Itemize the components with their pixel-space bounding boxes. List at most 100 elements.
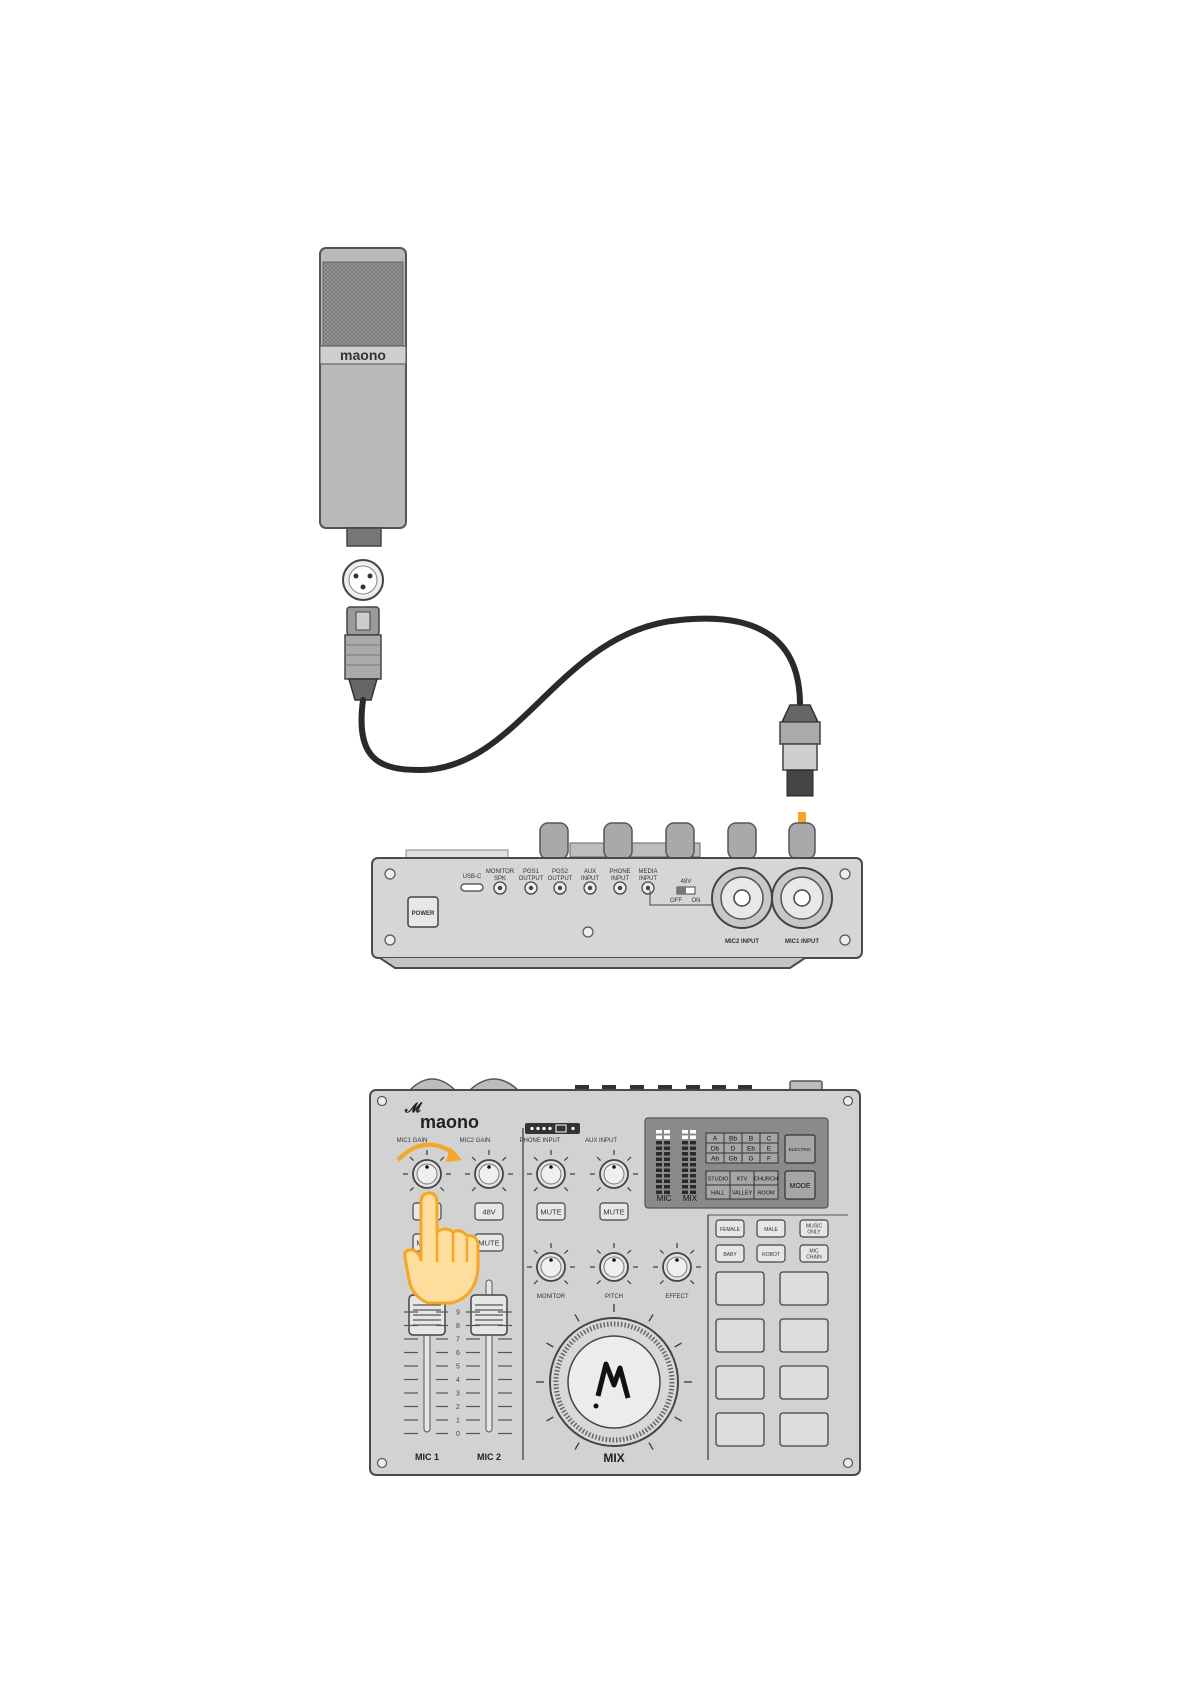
meter-segment	[682, 1174, 688, 1178]
mic2-48v-button[interactable]: 48V	[474, 1202, 504, 1221]
48v-switch[interactable]: 48V OFF ON	[670, 879, 701, 904]
jack-hole	[557, 885, 563, 891]
sample-pad[interactable]	[715, 1318, 765, 1353]
meter-segment	[664, 1168, 670, 1172]
fader-scale-number: 8	[456, 1323, 460, 1330]
voice-button-label: CHAIN	[806, 1255, 822, 1261]
usb-label: USB-C	[463, 874, 482, 880]
microphone-brand: maono	[340, 347, 386, 363]
key-cell-label: Db	[711, 1146, 720, 1153]
meter-segment	[690, 1174, 696, 1178]
electric-button[interactable]: ELECTRIC	[784, 1134, 816, 1164]
press-hand-icon	[403, 1191, 480, 1305]
mix-tick	[574, 1442, 580, 1450]
key-cell-label: C	[767, 1136, 772, 1143]
meter-segment	[664, 1190, 670, 1194]
fader-scale-number: 9	[456, 1310, 460, 1317]
voice-button-label: ROBOT	[762, 1252, 780, 1258]
meter-segment	[682, 1168, 688, 1172]
rear-jack-stub	[630, 1085, 644, 1090]
reverb-cell-label: CHURCH	[754, 1177, 778, 1183]
phone-mute-button[interactable]: MUTE	[536, 1202, 566, 1221]
voice-button-label: MALE	[764, 1227, 778, 1233]
monitor-knob[interactable]	[527, 1243, 575, 1285]
mode-button[interactable]: MODE	[784, 1170, 816, 1200]
rear-port-label: PGS1	[523, 869, 540, 875]
aux-input-label: AUX INPUT	[585, 1138, 617, 1144]
top-brand: maono	[420, 1112, 479, 1132]
effect-label: EFFECT	[665, 1294, 689, 1300]
sample-pad[interactable]	[779, 1365, 829, 1400]
rear-port-label: INPUT	[611, 876, 629, 882]
sample-pad[interactable]	[779, 1271, 829, 1306]
rear-port-label: INPUT	[639, 876, 657, 882]
switch-off-label: OFF	[670, 898, 682, 904]
meter-segment	[656, 1130, 662, 1134]
meter-segment	[690, 1130, 696, 1134]
voice-button[interactable]: MALE	[756, 1219, 786, 1238]
phone-input-knob[interactable]	[527, 1150, 575, 1192]
meter-segment	[690, 1157, 696, 1161]
fader-scale-number: 2	[456, 1404, 460, 1411]
key-cell-label: G	[748, 1156, 753, 1163]
rear-port-label: AUX	[584, 869, 596, 875]
meter-segment	[690, 1146, 696, 1150]
mic1-gain-label: MIC1 GAIN	[397, 1138, 428, 1144]
rear-jack-stub	[575, 1085, 589, 1090]
effect-knob[interactable]	[653, 1243, 701, 1285]
mix-dial[interactable]	[549, 1317, 679, 1447]
voice-button[interactable]: ROBOT	[756, 1244, 786, 1263]
voice-button[interactable]: FEMALE	[715, 1219, 745, 1238]
jack-hole	[528, 885, 534, 891]
pitch-knob[interactable]	[590, 1243, 638, 1285]
meter-segment	[682, 1157, 688, 1161]
rear-jack-stub	[738, 1085, 752, 1090]
meter-segment	[664, 1146, 670, 1150]
meter-segment	[690, 1168, 696, 1172]
mic1-gain-knob[interactable]	[403, 1150, 451, 1192]
jack-hole	[587, 885, 593, 891]
voice-button-label: MIC	[809, 1249, 819, 1255]
meter-segment	[682, 1185, 688, 1189]
rear-port-label: MONITOR	[486, 869, 515, 875]
fader-scale-number: 0	[456, 1431, 460, 1438]
rear-port-label: OUTPUT	[548, 876, 573, 882]
sample-pad[interactable]	[779, 1318, 829, 1353]
usb-c-port[interactable]	[460, 883, 484, 892]
voice-button[interactable]: BABY	[715, 1244, 745, 1263]
mic2-label: MIC 2	[477, 1452, 501, 1462]
meter-segment	[656, 1141, 662, 1145]
meter-segment	[690, 1135, 696, 1139]
mic1-input-jack[interactable]	[771, 867, 833, 929]
key-cell[interactable]	[759, 1152, 779, 1164]
mic2-gain-knob[interactable]	[465, 1150, 513, 1192]
phone-mute-label: MUTE	[540, 1208, 561, 1217]
meter-segment	[656, 1174, 662, 1178]
meter-segment	[656, 1135, 662, 1139]
mic2-input-jack[interactable]	[711, 867, 773, 929]
key-cell-label: D	[731, 1146, 736, 1153]
rotate-arrow-icon	[396, 1142, 462, 1162]
aux-mute-button[interactable]: MUTE	[599, 1202, 629, 1221]
rear-port-label: INPUT	[581, 876, 599, 882]
mix-label: MIX	[603, 1451, 624, 1465]
fader-scale-number: 4	[456, 1377, 460, 1384]
sample-pad[interactable]	[715, 1365, 765, 1400]
sample-pad[interactable]	[715, 1271, 765, 1306]
rear-jack-stub	[602, 1085, 616, 1090]
reverb-cell[interactable]	[753, 1184, 779, 1200]
aux-input-knob[interactable]	[590, 1150, 638, 1192]
rear-jack-stub	[686, 1085, 700, 1090]
mix-tick	[574, 1314, 580, 1322]
mic1-input-label: MIC1 INPUT	[785, 939, 819, 945]
key-cell-label: Ab	[711, 1156, 719, 1163]
voice-button-label: BABY	[723, 1252, 737, 1258]
sample-pad[interactable]	[715, 1412, 765, 1447]
rear-jack-stub	[712, 1085, 726, 1090]
sample-pad[interactable]	[779, 1412, 829, 1447]
